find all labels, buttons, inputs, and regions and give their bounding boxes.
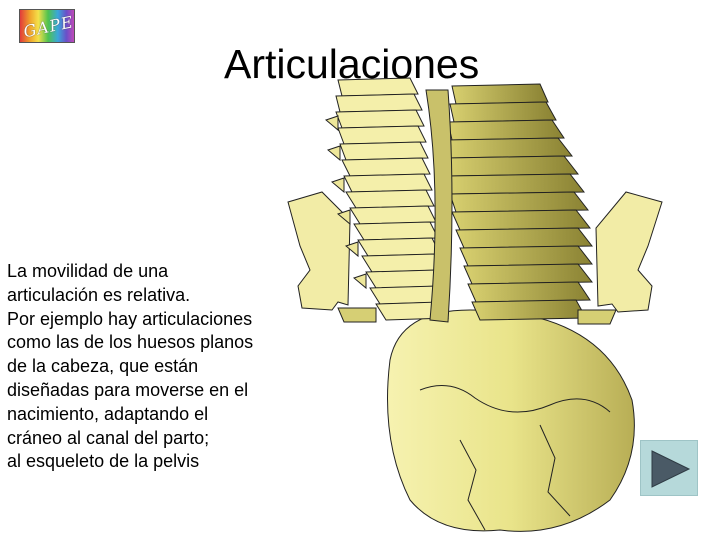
body-line: articulación es relativa. xyxy=(7,284,191,305)
logo: GAPEL xyxy=(19,9,75,43)
body-line: diseñadas para moverse en el xyxy=(7,379,249,400)
body-line: Por ejemplo hay articulaciones xyxy=(7,308,253,329)
skull-pelvis-illustration xyxy=(287,77,663,532)
play-triangle-icon xyxy=(651,450,691,488)
body-line: de la cabeza, que están xyxy=(7,356,199,377)
right-iliac-wing xyxy=(595,191,663,313)
skull-base xyxy=(387,309,635,532)
body-line: cráneo al canal del parto; xyxy=(7,427,210,448)
slide-title: Articulaciones xyxy=(224,41,480,87)
body-line: al esqueleto de la pelvis xyxy=(7,451,200,472)
body-line: como las de los huesos planos xyxy=(7,332,254,353)
body-line: nacimiento, adaptando el xyxy=(7,403,209,424)
next-slide-button[interactable] xyxy=(640,440,698,496)
left-iliac-wing xyxy=(287,191,351,311)
slide-body-text: La movilidad de una articulación es rela… xyxy=(7,260,292,474)
body-line: La movilidad de una xyxy=(7,261,169,281)
logo-text: GAPEL xyxy=(21,9,75,42)
